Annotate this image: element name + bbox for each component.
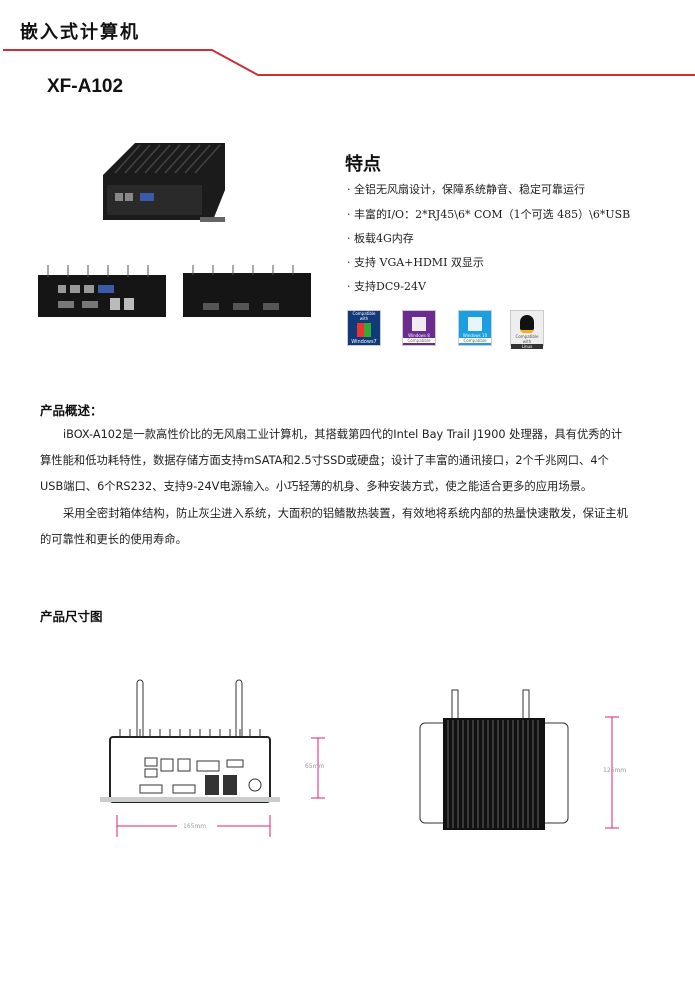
features-title: 特点 bbox=[345, 154, 381, 175]
feature-text: 支持 VGA+HDMI 双显示 bbox=[354, 256, 484, 269]
document-title: 嵌入式计算机 bbox=[20, 22, 140, 43]
header-divider bbox=[3, 49, 695, 76]
feature-item: · 丰富的I/O：2*RJ45\6* COM（1个可选 485）\6*USB bbox=[347, 208, 631, 221]
dimensions-title: 产品尺寸图 bbox=[40, 609, 103, 624]
overview-paragraph: 采用全密封箱体结构，防止灰尘进入系统，大面积的铝鳍散热装置，有效地将系统内部的热… bbox=[40, 506, 628, 546]
product-photo-main bbox=[103, 143, 225, 222]
windows7-icon: Compatible with Windows7 bbox=[347, 310, 381, 346]
overview-paragraph: iBOX-A102是一款高性价比的无风扇工业计算机，其搭载第四代的Intel B… bbox=[40, 428, 623, 494]
logo-label: Linux bbox=[511, 344, 543, 349]
linux-icon: Compatible with Linux bbox=[510, 310, 544, 349]
top-dimension-drawing bbox=[419, 689, 619, 830]
logo-label: Windows 10 bbox=[462, 333, 488, 338]
overview-text: iBOX-A102是一款高性价比的无风扇工业计算机，其搭载第四代的Intel B… bbox=[40, 422, 630, 553]
feature-item: · 全铝无风扇设计，保障系统静音、稳定可靠运行 bbox=[347, 183, 585, 196]
feature-text: 板载4G内存 bbox=[354, 232, 414, 245]
product-photo-rear bbox=[183, 265, 311, 317]
model-name: XF-A102 bbox=[47, 76, 124, 97]
logo-caption: Compatible with bbox=[515, 334, 539, 344]
front-dimension-drawing bbox=[100, 679, 325, 837]
windows10-icon: Windows 10 Compatible bbox=[458, 310, 492, 346]
overview-title: 产品概述： bbox=[40, 403, 103, 418]
feature-item: · 板载4G内存 bbox=[347, 232, 414, 245]
product-photo-front bbox=[38, 265, 166, 317]
height-label: 65mm bbox=[305, 763, 325, 770]
feature-item: · 支持 VGA+HDMI 双显示 bbox=[347, 256, 484, 269]
feature-text: 支持DC9-24V bbox=[354, 280, 426, 293]
windows8-icon: Windows 8 Compatible bbox=[402, 310, 436, 346]
feature-item: · 支持DC9-24V bbox=[347, 280, 426, 293]
logo-label: Windows 8 bbox=[408, 333, 430, 338]
logo-caption: Compatible with bbox=[352, 311, 376, 321]
width-label: 165mm bbox=[183, 823, 207, 830]
logo-caption: Compatible bbox=[403, 338, 435, 343]
feature-text: 丰富的I/O：2*RJ45\6* COM（1个可选 485）\6*USB bbox=[354, 208, 631, 221]
depth-label: 125mm bbox=[603, 767, 627, 774]
logo-caption: Compatible bbox=[459, 338, 491, 343]
feature-text: 全铝无风扇设计，保障系统静音、稳定可靠运行 bbox=[354, 183, 585, 196]
logo-label: Windows7 bbox=[351, 339, 377, 345]
